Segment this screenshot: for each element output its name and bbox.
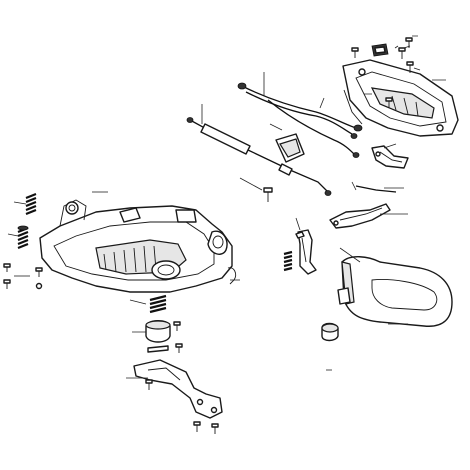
spring-wire [351,181,404,193]
bottom-screws [145,379,219,434]
housing-clip [227,267,240,285]
small-clip [371,43,389,57]
leaders-top-right [364,35,446,95]
center-spring [283,250,293,272]
lower-spring-assembly [129,294,183,353]
screws-top [351,37,414,108]
left-springs [7,192,37,250]
safety-lever [329,203,408,229]
rear-handle-half [342,59,459,137]
handle-grip [337,247,453,327]
switch-cable [186,104,332,196]
wire-harness [237,72,363,158]
switch-box [269,123,305,163]
trigger-lever [371,143,409,169]
center-lever [295,217,317,275]
knob [321,322,339,371]
main-housing [39,191,233,293]
cover-plate [126,359,223,419]
cable-screw [239,177,273,202]
left-screws [3,263,43,290]
